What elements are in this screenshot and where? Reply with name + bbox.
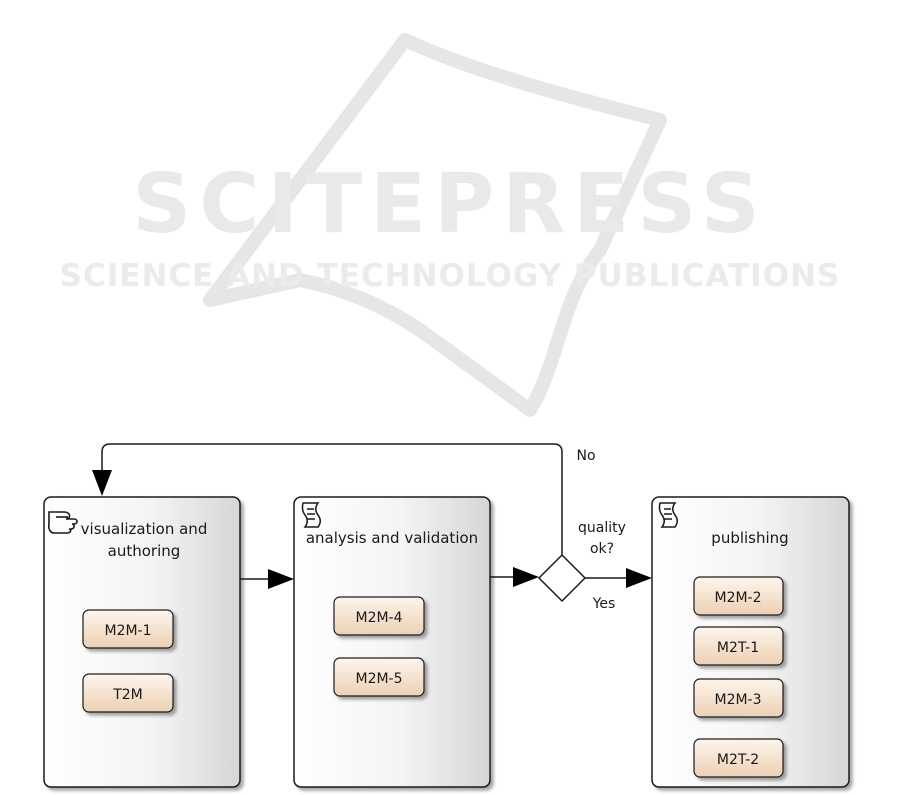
item-label: M2M-3 bbox=[714, 692, 761, 708]
item-m2t-2[interactable]: M2T-2 bbox=[694, 739, 783, 777]
item-m2t-1[interactable]: M2T-1 bbox=[694, 627, 783, 665]
gateway-label-line1: quality bbox=[578, 520, 626, 536]
item-label: M2T-1 bbox=[717, 640, 759, 656]
item-label: M2M-2 bbox=[714, 590, 761, 606]
gateway-label-line2: ok? bbox=[590, 541, 614, 557]
lane-analysis-title-line1: analysis and validation bbox=[306, 529, 478, 547]
item-m2m-2[interactable]: M2M-2 bbox=[694, 577, 783, 615]
lane-visualization-title-line2: authoring bbox=[108, 542, 181, 560]
lane-visualization-title-line1: visualization and bbox=[81, 520, 208, 538]
quality-gateway[interactable] bbox=[539, 555, 585, 601]
gateway-yes-label: Yes bbox=[592, 596, 616, 612]
item-m2m-5[interactable]: M2M-5 bbox=[334, 658, 424, 696]
gateway-no-label: No bbox=[576, 448, 595, 464]
item-m2m-4[interactable]: M2M-4 bbox=[334, 597, 424, 635]
item-t2m[interactable]: T2M bbox=[83, 674, 173, 712]
lane-analysis[interactable]: analysis and validation bbox=[294, 497, 490, 787]
watermark-brand: SCITEPRESS bbox=[132, 157, 767, 252]
watermark-tagline: SCIENCE AND TECHNOLOGY PUBLICATIONS bbox=[60, 258, 841, 294]
item-label: T2M bbox=[112, 687, 143, 703]
item-m2m-1[interactable]: M2M-1 bbox=[83, 610, 173, 648]
item-m2m-3[interactable]: M2M-3 bbox=[694, 679, 783, 717]
item-label: M2T-2 bbox=[717, 752, 759, 768]
connector-visualization-to-analysis bbox=[240, 569, 294, 589]
item-label: M2M-1 bbox=[104, 623, 151, 639]
item-label: M2M-5 bbox=[355, 671, 402, 687]
connector-gateway-to-publishing bbox=[585, 568, 652, 588]
lane-publishing-title-line1: publishing bbox=[711, 529, 788, 547]
item-label: M2M-4 bbox=[355, 610, 402, 626]
connector-analysis-to-gateway bbox=[490, 567, 539, 587]
